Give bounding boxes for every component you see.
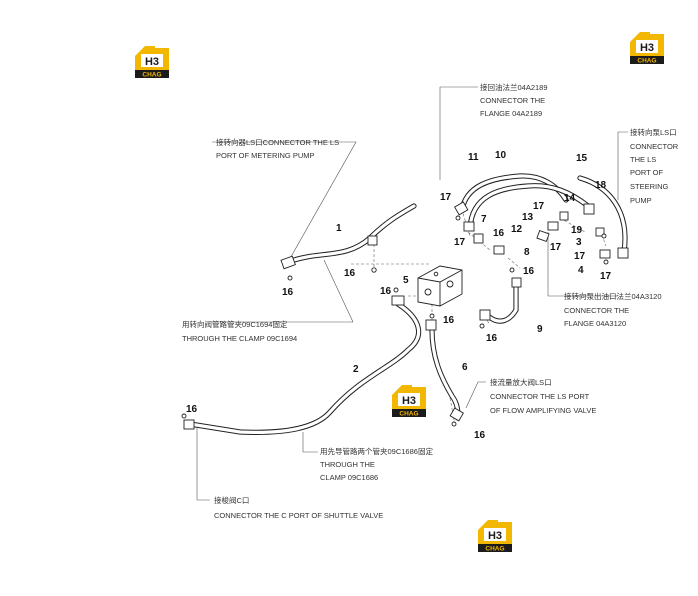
callout-clamp-09c1686-en1: THROUGH THE — [320, 460, 375, 469]
brand-logo-top-right: H3 CHAG — [630, 32, 664, 65]
callout-clamp-09c1694: 用转向阀管路管夹09C1694固定 THROUGH THE CLAMP 09C1… — [182, 319, 297, 343]
callout-ls-metering-cn: 接转向器LS口CONNECTOR THE LS — [216, 137, 339, 147]
hose-6 — [429, 327, 461, 421]
logo-text: H3 — [488, 530, 502, 542]
part-number: 16 — [380, 286, 392, 297]
callout-ls-steering-en1: CONNECTOR — [630, 142, 679, 151]
callout-ls-steering-cn: 接转向泵LS口 — [630, 127, 677, 137]
part-number: 16 — [493, 228, 505, 239]
logo-text: H3 — [402, 395, 416, 407]
part-number: 16 — [474, 430, 486, 441]
part-number: 2 — [353, 364, 359, 375]
logo-subtext: CHAG — [485, 546, 504, 553]
callout-flow-amp: 接流量放大阀LS口 CONNECTOR THE LS PORT OF FLOW … — [490, 377, 596, 415]
callout-flow-amp-en1: CONNECTOR THE LS PORT — [490, 392, 590, 401]
callout-shuttle-cn: 接梭阀C口 — [214, 495, 249, 505]
callout-ls-steering-en5: PUMP — [630, 196, 652, 205]
part-number: 17 — [574, 251, 586, 262]
part-number: 9 — [537, 324, 543, 335]
part-number: 1 — [336, 223, 342, 234]
part-number: 17 — [440, 192, 452, 203]
callout-flange-04a3120-en2: FLANGE 04A3120 — [564, 319, 626, 328]
part-numbers: 1 2 3 4 5 6 7 8 9 10 11 12 13 14 15 16 1… — [186, 150, 612, 441]
part-number: 3 — [576, 237, 582, 248]
part-number: 12 — [511, 224, 523, 235]
part-number: 13 — [522, 212, 534, 223]
part-number: 16 — [523, 266, 535, 277]
callout-flange-04a2189-en1: CONNECTOR THE — [480, 96, 545, 105]
callout-flange-04a2189: 接回油法兰04A2189 CONNECTOR THE FLANGE 04A218… — [480, 82, 548, 118]
part-number: 10 — [495, 150, 507, 161]
logo-subtext: CHAG — [399, 411, 418, 418]
callout-clamp-09c1694-en: THROUGH THE CLAMP 09C1694 — [182, 334, 297, 343]
callout-ls-metering: 接转向器LS口CONNECTOR THE LS PORT OF METERING… — [216, 137, 339, 160]
callout-clamp-09c1686: 用先导管路两个管夹09C1686固定 THROUGH THE CLAMP 09C… — [320, 446, 433, 482]
logo-text: H3 — [640, 42, 654, 54]
valve-block-5 — [417, 265, 463, 307]
callout-ls-steering-en3: PORT OF — [630, 168, 663, 177]
callout-clamp-09c1686-en2: CLAMP 09C1686 — [320, 473, 378, 482]
part-number: 16 — [344, 268, 356, 279]
brand-logo-bottom: H3 CHAG — [478, 520, 512, 553]
part-number: 17 — [550, 242, 562, 253]
callout-flange-04a3120-en1: CONNECTOR THE — [564, 306, 629, 315]
part-number: 7 — [481, 214, 487, 225]
callout-shuttle: 接梭阀C口 CONNECTOR THE C PORT OF SHUTTLE VA… — [214, 495, 383, 520]
part-number: 17 — [600, 271, 612, 282]
callout-flange-04a2189-cn: 接回油法兰04A2189 — [480, 82, 548, 92]
part-number: 11 — [468, 152, 479, 163]
part-number: 16 — [282, 287, 294, 298]
part-number: 16 — [443, 315, 455, 326]
hose-1 — [285, 203, 417, 265]
callout-flange-04a3120-cn: 接转向泵出油口法兰04A3120 — [564, 291, 662, 301]
callout-flange-04a3120: 接转向泵出油口法兰04A3120 CONNECTOR THE FLANGE 04… — [564, 291, 662, 328]
part-number: 18 — [595, 180, 607, 191]
part-number: 17 — [533, 201, 545, 212]
part-number: 16 — [486, 333, 498, 344]
part-number: 4 — [578, 265, 584, 276]
hoses — [187, 173, 628, 435]
callout-ls-steering-en2: THE LS — [630, 155, 656, 164]
callout-flow-amp-cn: 接流量放大阀LS口 — [490, 377, 552, 387]
logo-subtext: CHAG — [637, 58, 656, 65]
callout-ls-steering-en4: STEERING — [630, 182, 669, 191]
logo-subtext: CHAG — [142, 72, 161, 79]
callout-shuttle-en: CONNECTOR THE C PORT OF SHUTTLE VALVE — [214, 511, 383, 520]
part-number: 5 — [403, 275, 409, 286]
callout-ls-steering: 接转向泵LS口 CONNECTOR THE LS PORT OF STEERIN… — [630, 127, 679, 205]
part-number: 19 — [571, 225, 583, 236]
leader-lines — [196, 86, 628, 501]
part-number: 15 — [576, 153, 588, 164]
callout-clamp-09c1694-cn: 用转向阀管路管夹09C1694固定 — [182, 319, 288, 329]
part-number: 6 — [462, 362, 468, 373]
callout-ls-metering-en: PORT OF METERING PUMP — [216, 151, 314, 160]
part-number: 14 — [564, 193, 576, 204]
logo-text: H3 — [145, 56, 159, 68]
part-number: 8 — [524, 247, 530, 258]
brand-logo-center: H3 CHAG — [392, 385, 426, 418]
fittings — [181, 201, 629, 430]
callout-clamp-09c1686-cn: 用先导管路两个管夹09C1686固定 — [320, 446, 433, 456]
brand-logo-top-left: H3 CHAG — [135, 46, 169, 79]
callout-flange-04a2189-en2: FLANGE 04A2189 — [480, 109, 542, 118]
callout-flow-amp-en2: OF FLOW AMPLIFYING VALVE — [490, 406, 596, 415]
part-number: 17 — [454, 237, 466, 248]
part-number: 16 — [186, 404, 198, 415]
